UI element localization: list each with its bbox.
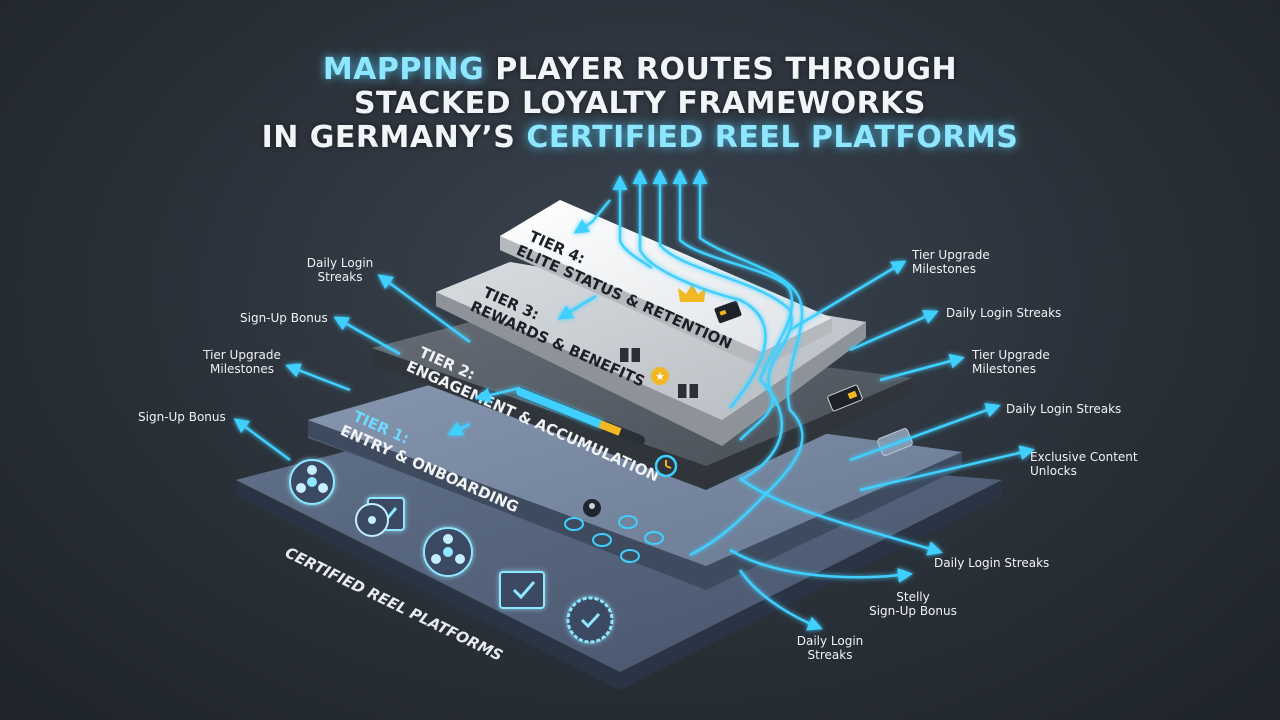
progress-bar [515, 387, 645, 445]
star-coin-icon: ★ [651, 367, 669, 385]
label-sign-up-bonus: Sign-Up Bonus [240, 311, 328, 325]
title-line-2: STACKED LOYALTY FRAMEWORKS [353, 86, 927, 121]
tier-4-layer [500, 200, 832, 368]
right-leader-arrows [729, 260, 1035, 631]
route-paths [447, 169, 804, 557]
label-daily-login-streaks: Daily Login Streaks [946, 306, 1062, 320]
gift-icon [620, 348, 640, 362]
film-reel-icon [355, 503, 389, 537]
user-icon [583, 499, 601, 517]
left-leader-arrows [233, 274, 471, 462]
label-sign-up-bonus: Sign-Up Bonus [138, 410, 226, 424]
check-icon [564, 515, 664, 563]
label-daily-login-streaks: Daily Login Streaks [934, 556, 1050, 570]
label-daily-login-streaks: Daily Login Streaks [1006, 402, 1122, 416]
title-line-3: IN GERMANY’S CERTIFIED REEL PLATFORMS [261, 120, 1019, 155]
check-badge-icon [566, 596, 614, 644]
film-clapper-icon [499, 571, 545, 609]
card-icon [827, 384, 863, 412]
crown-icon [678, 284, 706, 302]
title-line-1: MAPPING PLAYER ROUTES THROUGH [322, 52, 958, 87]
svg-text:★: ★ [655, 371, 665, 383]
film-reel-icon [289, 459, 335, 505]
film-reel-icon [423, 527, 473, 577]
gift-icon [678, 384, 698, 398]
card-icon [714, 300, 742, 324]
clock-icon [654, 454, 678, 478]
